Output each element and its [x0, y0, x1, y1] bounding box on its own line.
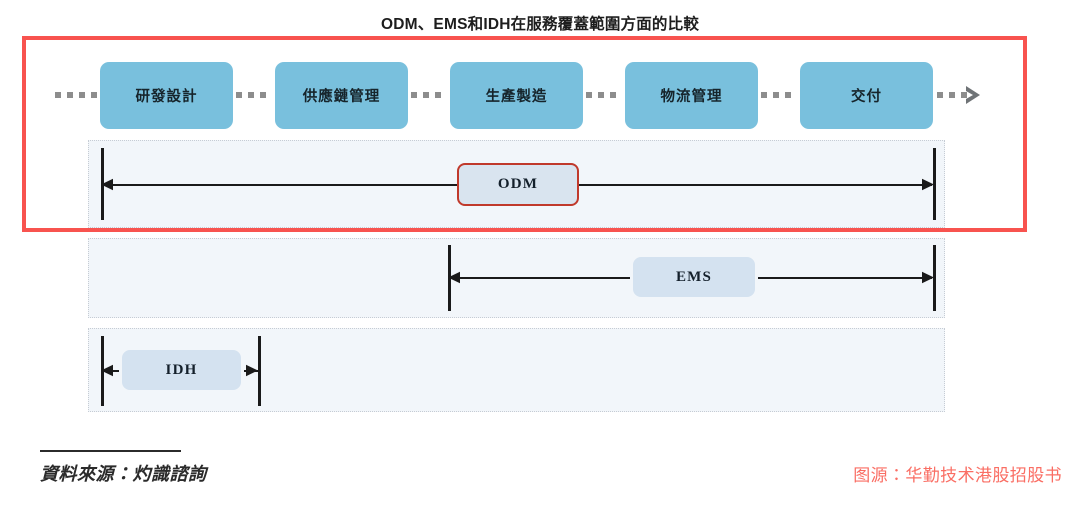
- flow-stage-label: 物流管理: [660, 89, 723, 105]
- span-label-ems[interactable]: EMS: [633, 257, 755, 297]
- flow-connector-dotted-4: [761, 92, 797, 98]
- span-label-odm[interactable]: ODM: [457, 163, 579, 206]
- span-tick-right-odm: [933, 148, 936, 220]
- span-line-left-odm: [104, 184, 459, 186]
- span-line-right-ems: [753, 277, 932, 279]
- arrow-left-icon: [101, 364, 114, 377]
- arrow-left-icon: [448, 271, 461, 284]
- value-chain-flow: 研發設計 供應鏈管理 生產製造 物流管理 交付: [0, 62, 1080, 129]
- arrow-right-icon: [921, 178, 934, 191]
- span-label-text: IDH: [165, 361, 198, 378]
- flow-stage-delivery[interactable]: 交付: [800, 62, 933, 129]
- page-title: ODM、EMS和IDH在服務覆蓋範圍方面的比較: [380, 16, 700, 33]
- source-divider: [40, 450, 181, 452]
- span-label-text: EMS: [675, 268, 713, 285]
- flow-stage-label: 研發設計: [135, 89, 198, 105]
- image-credit: 图源：华勤技术港股招股书: [853, 466, 1062, 485]
- arrow-left-icon: [101, 178, 114, 191]
- span-tick-right-ems: [933, 245, 936, 311]
- span-tick-right-idh: [258, 336, 261, 406]
- arrow-right-icon: [963, 84, 985, 106]
- source-note: 資料來源：灼識諮詢: [40, 464, 207, 484]
- flow-connector-dotted-2: [411, 92, 447, 98]
- flow-connector-dotted-0: [55, 92, 97, 98]
- span-line-left-ems: [451, 277, 635, 279]
- flow-connector-dotted-5: [937, 92, 969, 98]
- span-label-text: ODM: [497, 176, 539, 192]
- flow-connector-dotted-3: [586, 92, 622, 98]
- arrow-right-icon: [245, 364, 258, 377]
- flow-stage-label: 生產製造: [485, 89, 548, 105]
- flow-connector-dotted-1: [236, 92, 272, 98]
- flow-stage-supply-chain[interactable]: 供應鏈管理: [275, 62, 408, 129]
- flow-stage-research-design[interactable]: 研發設計: [100, 62, 233, 129]
- span-line-right-odm: [578, 184, 932, 186]
- span-label-idh[interactable]: IDH: [122, 350, 241, 390]
- flow-stage-label: 供應鏈管理: [302, 89, 381, 105]
- flow-stage-manufacturing[interactable]: 生產製造: [450, 62, 583, 129]
- flow-stage-label: 交付: [851, 89, 882, 105]
- arrow-right-icon: [921, 271, 934, 284]
- flow-stage-logistics[interactable]: 物流管理: [625, 62, 758, 129]
